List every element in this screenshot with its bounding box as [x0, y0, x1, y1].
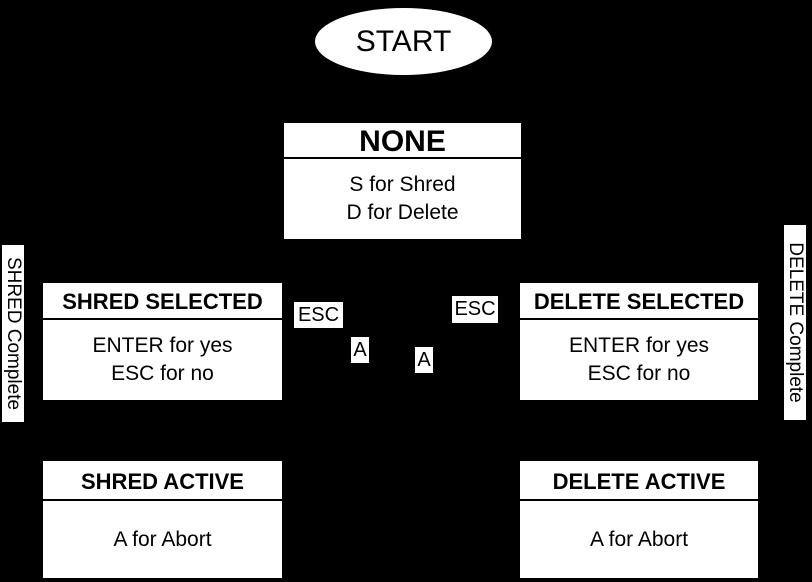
state-node-shred-selected-body: ENTER for yes ESC for no: [43, 320, 282, 400]
edge-label-a-right: A: [415, 347, 433, 373]
state-node-shred-selected-title: SHRED SELECTED: [43, 283, 282, 320]
state-node-shred-selected-line2: ESC for no: [111, 362, 214, 385]
state-node-none-line1: S for Shred: [349, 173, 456, 196]
state-node-delete-selected-body: ENTER for yes ESC for no: [520, 320, 758, 400]
state-node-none-title: NONE: [284, 123, 521, 159]
state-node-shred-active-title: SHRED ACTIVE: [43, 461, 282, 501]
edge-label-esc-left: ESC: [294, 302, 343, 328]
start-node-label: START: [355, 24, 452, 58]
edge-label-delete-complete: DELETE Complete: [784, 225, 806, 420]
state-node-shred-selected: SHRED SELECTED ENTER for yes ESC for no: [43, 283, 282, 400]
state-node-none-line2: D for Delete: [346, 201, 459, 224]
state-node-delete-active-body: A for Abort: [520, 501, 758, 578]
state-node-delete-selected-line2: ESC for no: [587, 362, 691, 385]
state-node-delete-selected-line1: ENTER for yes: [568, 334, 710, 357]
state-node-delete-active: DELETE ACTIVE A for Abort: [520, 461, 758, 578]
state-node-none: NONE S for Shred D for Delete: [284, 123, 521, 239]
state-node-shred-active: SHRED ACTIVE A for Abort: [43, 461, 282, 578]
start-node: START: [315, 8, 492, 75]
state-node-delete-active-line1: A for Abort: [589, 527, 689, 551]
edge-label-a-left: A: [351, 337, 369, 363]
state-node-delete-active-title: DELETE ACTIVE: [520, 461, 758, 501]
state-node-shred-selected-line1: ENTER for yes: [92, 334, 233, 357]
edge-label-esc-right: ESC: [452, 296, 498, 323]
state-node-delete-selected-title: DELETE SELECTED: [520, 283, 758, 320]
edge-label-shred-complete: SHRED Complete: [2, 245, 24, 422]
state-node-shred-active-body: A for Abort: [43, 501, 282, 578]
state-node-delete-selected: DELETE SELECTED ENTER for yes ESC for no: [520, 283, 758, 400]
state-node-shred-active-line1: A for Abort: [113, 527, 212, 551]
state-node-none-body: S for Shred D for Delete: [284, 159, 521, 239]
